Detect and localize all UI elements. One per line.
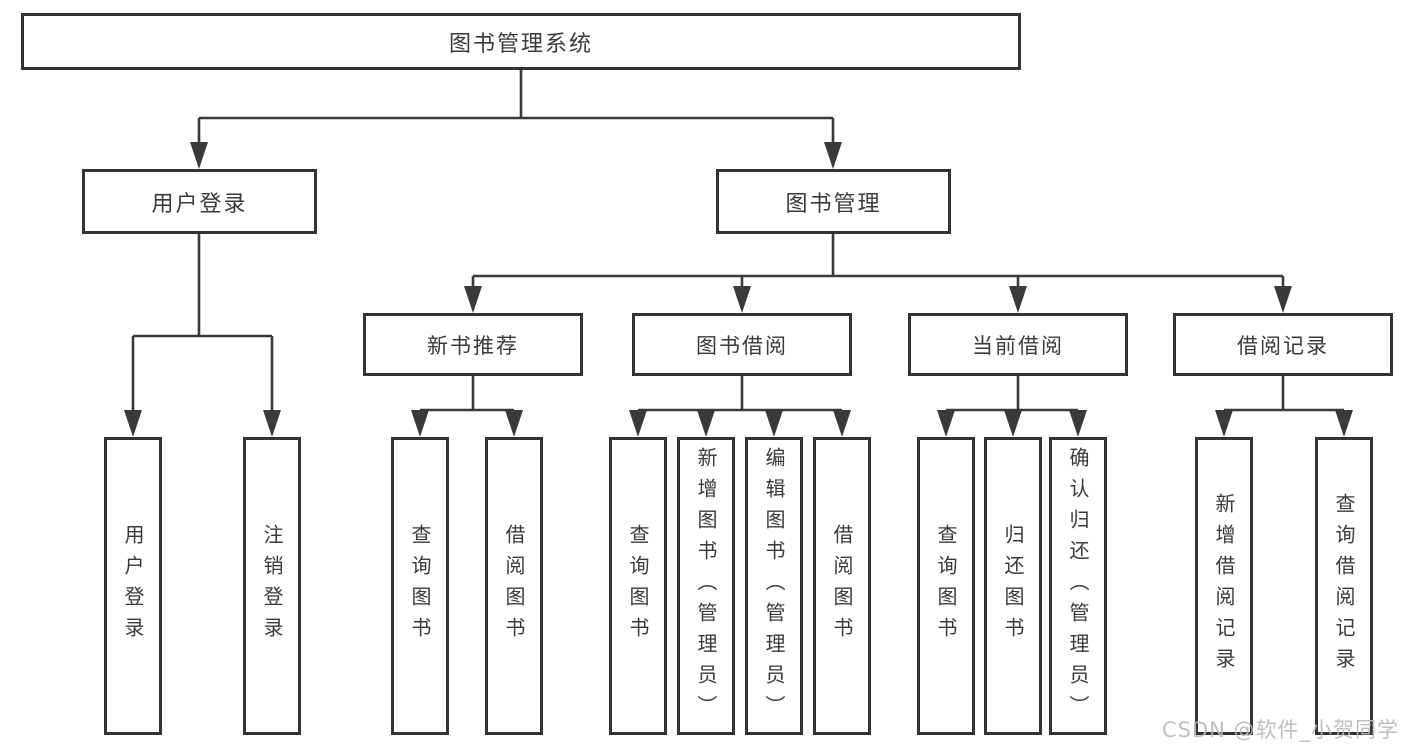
leaf-label: 借阅图书 bbox=[502, 524, 526, 648]
watermark: CSDN @软件_小贺同学 bbox=[1161, 718, 1399, 742]
leaf-borrow-book-2: 借阅图书 bbox=[813, 437, 871, 735]
leaf-logout: 注销登录 bbox=[243, 437, 301, 735]
node-new-book-recommend: 新书推荐 bbox=[363, 313, 583, 376]
node-borrow-records: 借阅记录 bbox=[1173, 313, 1393, 376]
leaf-label: 新增借阅记录 bbox=[1212, 493, 1236, 679]
node-current-borrow: 当前借阅 bbox=[908, 313, 1128, 376]
leaf-label: 确认归还（管理员） bbox=[1066, 446, 1090, 726]
leaf-return-book: 归还图书 bbox=[984, 437, 1042, 735]
leaf-add-book-admin: 新增图书（管理员） bbox=[677, 437, 735, 735]
arrowheads bbox=[124, 142, 1353, 437]
leaf-label: 查询图书 bbox=[408, 524, 432, 648]
leaf-query-book-3: 查询图书 bbox=[917, 437, 975, 735]
leaf-label: 新增图书（管理员） bbox=[694, 446, 718, 726]
leaf-query-borrow-record: 查询借阅记录 bbox=[1315, 437, 1373, 735]
leaf-label: 查询借阅记录 bbox=[1332, 493, 1356, 679]
leaf-label: 借阅图书 bbox=[830, 524, 854, 648]
leaf-label: 查询图书 bbox=[934, 524, 958, 648]
leaf-query-book-2: 查询图书 bbox=[609, 437, 667, 735]
leaf-confirm-return-admin: 确认归还（管理员） bbox=[1049, 437, 1107, 735]
leaf-label: 用户登录 bbox=[121, 524, 145, 648]
node-root: 图书管理系统 bbox=[21, 13, 1021, 70]
leaf-query-book-1: 查询图书 bbox=[391, 437, 449, 735]
connector-strokes bbox=[131, 69, 1346, 412]
leaf-label: 查询图书 bbox=[626, 524, 650, 648]
leaf-label: 归还图书 bbox=[1001, 524, 1025, 648]
leaf-label: 注销登录 bbox=[260, 524, 284, 648]
leaf-user-login: 用户登录 bbox=[104, 437, 162, 735]
node-book-borrow: 图书借阅 bbox=[632, 313, 852, 376]
leaf-edit-book-admin: 编辑图书（管理员） bbox=[745, 437, 803, 735]
node-book-management: 图书管理 bbox=[716, 169, 951, 234]
node-user-login: 用户登录 bbox=[82, 169, 317, 234]
leaf-label: 编辑图书（管理员） bbox=[762, 446, 786, 726]
leaf-add-borrow-record: 新增借阅记录 bbox=[1195, 437, 1253, 735]
leaf-borrow-book-1: 借阅图书 bbox=[485, 437, 543, 735]
